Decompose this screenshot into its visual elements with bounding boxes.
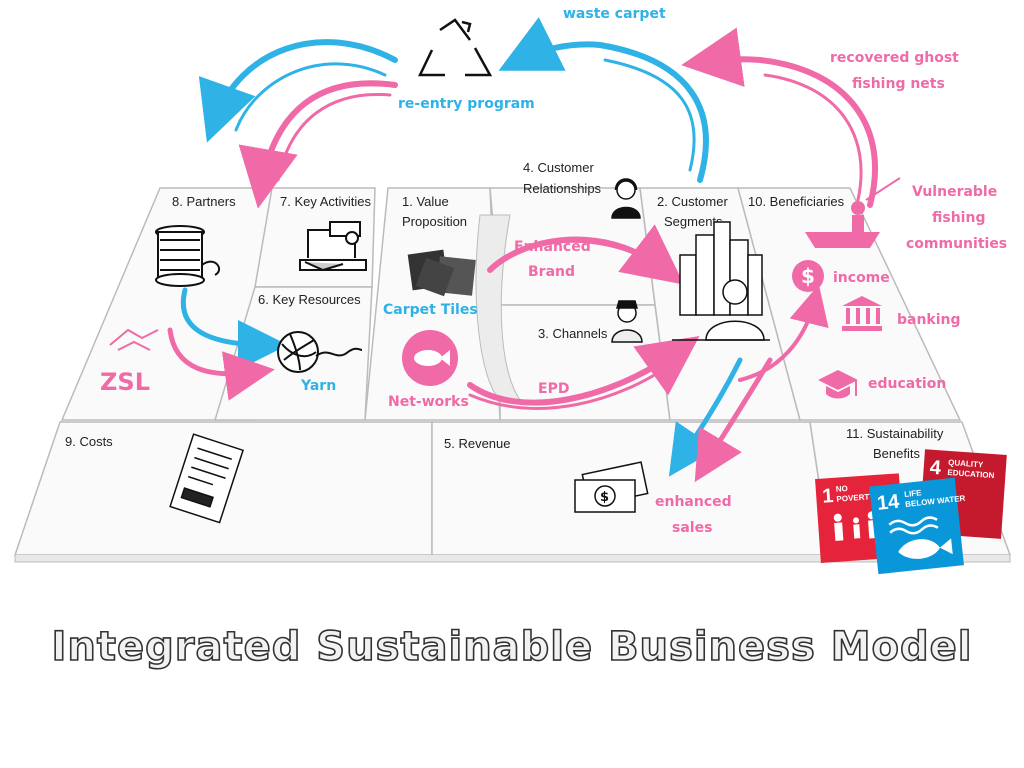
recycle-icon [418, 18, 493, 77]
arrow-blue-spool-yarn [180, 287, 288, 370]
yarn-ball-icon [277, 331, 363, 373]
education-label: education [868, 376, 946, 392]
zsl-label: ZSL [100, 368, 150, 396]
carpet-tiles-icon [407, 249, 476, 297]
waste-carpet-label: waste carpet [563, 6, 666, 22]
epd-label: EPD [538, 381, 569, 397]
sdg-14-number: 14 [876, 491, 901, 515]
arrow-blue-segments-revenue [668, 357, 743, 477]
enhanced-sales-label-2: sales [672, 520, 712, 536]
enhanced-brand-label-2: Brand [528, 264, 575, 280]
re-entry-program-label: re-entry program [398, 96, 535, 112]
label-sustainability-1: 11. Sustainability [846, 426, 944, 441]
yarn-label: Yarn [300, 378, 336, 394]
arrow-pink-segments-beneficiaries [738, 284, 829, 382]
graduation-cap-icon [818, 370, 858, 399]
vulnerable-label-2: fishing [932, 210, 985, 226]
headset-person-icon [611, 178, 641, 219]
arrow-pink-segments-revenue [694, 357, 773, 483]
sewing-machine-icon [299, 221, 367, 272]
label-sustainability-2: Benefits [873, 446, 920, 461]
sdg-14-bg [869, 477, 964, 575]
recovered-nets-label-1: recovered ghost [830, 50, 959, 66]
net-works-label: Net-works [388, 394, 469, 410]
invoice-icon [169, 433, 244, 524]
worker-icon [611, 300, 643, 343]
label-revenue: 5. Revenue [444, 436, 511, 451]
dollar-icon: $ [792, 260, 824, 292]
label-customer-relationships-1: 4. Customer [523, 160, 594, 175]
money-icon: $ [574, 461, 649, 513]
label-partners: 8. Partners [172, 194, 236, 209]
enhanced-sales-label-1: enhanced [655, 494, 732, 510]
label-customer-relationships-2: Relationships [523, 181, 602, 196]
arrow-pink-handshake-yarn [167, 327, 275, 401]
label-beneficiaries: 10. Beneficiaries [748, 194, 845, 209]
label-customer-segments-1: 2. Customer [657, 194, 728, 209]
arrow-blue-segments-recycle [498, 17, 709, 183]
vulnerable-label-3: communities [906, 236, 1007, 252]
svg-text:$: $ [600, 490, 609, 505]
label-key-activities: 7. Key Activities [280, 194, 372, 209]
arrow-pink-beneficiaries-top [681, 27, 878, 208]
sdg-1-number: 1 [822, 485, 835, 508]
sdg-4-label-2: EDUCATION [947, 468, 995, 480]
sdg-14-label-1: LIFE [904, 488, 923, 499]
sdg-1-label-1: NO [835, 484, 848, 494]
spool-icon [155, 225, 221, 287]
sdg-tile-14: 14 LIFE BELOW WATER [869, 477, 966, 575]
recovered-nets-label-2: fishing nets [852, 76, 945, 92]
sdg-4-number: 4 [929, 457, 943, 480]
board-edge [14, 555, 1011, 563]
carpet-tiles-label: Carpet Tiles [383, 302, 478, 318]
svg-text:$: $ [801, 264, 815, 288]
city-businessman-icon [672, 221, 770, 341]
bank-icon [842, 296, 882, 331]
income-label: income [833, 270, 890, 286]
arrow-pink-recycle-activities [238, 80, 398, 209]
handshake-icon [109, 328, 159, 351]
label-costs: 9. Costs [65, 434, 113, 449]
label-value-proposition-2: Proposition [402, 214, 467, 229]
arrows [167, 17, 878, 483]
label-value-proposition-1: 1. Value [402, 194, 449, 209]
label-key-resources: 6. Key Resources [258, 292, 361, 307]
sdg-1-label-2: POVERTY [836, 492, 875, 504]
arrow-pink-networks-segments [467, 336, 700, 406]
enhanced-brand-label-1: Enhanced [514, 239, 591, 255]
page-title: Integrated Sustainable Business Model [52, 624, 973, 670]
arrow-blue-recycle-partners [198, 39, 398, 143]
banking-label: banking [897, 312, 961, 328]
vulnerable-label-1: Vulnerable [912, 184, 997, 200]
label-channels: 3. Channels [538, 326, 608, 341]
sdg-4-label-1: QUALITY [948, 458, 984, 469]
fish-icon [402, 330, 458, 386]
fisherman-boat-icon [805, 177, 901, 248]
